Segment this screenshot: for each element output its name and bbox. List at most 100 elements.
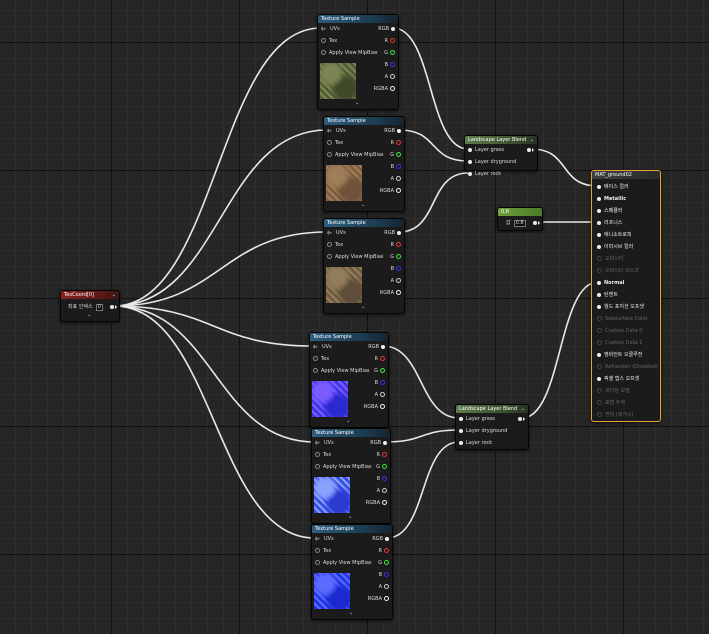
output-pin-icon[interactable] (385, 536, 389, 541)
material-input-pin[interactable]: 이미시브 컬러 (597, 243, 633, 251)
input-pin-row[interactable]: ◖▸UVs (321, 25, 340, 33)
uv-pin-icon[interactable]: ◖▸ (315, 535, 321, 542)
coordinate-index-input[interactable]: 0 (95, 304, 103, 311)
input-pin-icon[interactable] (597, 376, 601, 381)
uv-pin-icon[interactable]: ◖▸ (327, 229, 333, 236)
output-pin-row[interactable]: RGB (370, 439, 387, 447)
node-header[interactable]: Texture Sample (312, 429, 390, 437)
output-pin-icon[interactable] (382, 500, 387, 505)
material-input-pin[interactable]: 러프니스 (597, 219, 622, 227)
node-header[interactable]: Texture Sample (318, 15, 398, 23)
output-pin-row[interactable]: R (377, 451, 387, 459)
input-pin-row[interactable]: Layer grass (459, 415, 495, 423)
input-pin-row[interactable]: Apply View MipBias (321, 49, 378, 57)
output-pin-icon[interactable] (382, 452, 387, 457)
input-pin-icon[interactable] (327, 152, 332, 157)
output-pin-row[interactable]: R (379, 547, 389, 555)
node-header[interactable]: Landscape Layer Blend⌄ (465, 136, 537, 144)
output-pin-row[interactable]: A (379, 583, 389, 591)
input-pin-icon[interactable] (597, 196, 601, 201)
output-pin-icon[interactable] (384, 560, 389, 565)
output-pin-icon[interactable] (382, 476, 387, 481)
input-pin-row[interactable]: ◖▸UVs (315, 535, 334, 543)
material-input-pin[interactable]: 탄젠트 (597, 291, 618, 299)
output-pin-icon[interactable] (380, 404, 385, 409)
output-pin-icon[interactable] (384, 596, 389, 601)
input-pin-row[interactable]: Tex (327, 241, 343, 249)
output-pin-icon[interactable] (396, 176, 401, 181)
output-pin-icon[interactable] (396, 290, 401, 295)
input-pin-icon[interactable] (315, 452, 320, 457)
node-header[interactable]: Texture Sample (310, 333, 388, 341)
output-pin-row[interactable]: RGB (372, 535, 389, 543)
input-pin-row[interactable]: Layer rock (468, 170, 501, 178)
output-pin-icon[interactable] (396, 188, 401, 193)
collapse-chevron-icon[interactable]: ⌄ (349, 610, 354, 616)
output-pin-row[interactable]: A (385, 73, 395, 81)
output-pin-row[interactable]: RGB (384, 229, 401, 237)
output-pin-row[interactable]: B (377, 475, 387, 483)
output-pin-row[interactable]: A (391, 277, 401, 285)
output-pin-row[interactable]: RGB (384, 127, 401, 135)
output-pin-icon[interactable] (382, 464, 387, 469)
input-pin-icon[interactable] (597, 184, 601, 189)
input-pin-row[interactable]: ◖▸UVs (315, 439, 334, 447)
output-pin-row[interactable]: RGB (368, 343, 385, 351)
node-header[interactable]: Texture Sample (324, 117, 404, 125)
input-pin-row[interactable]: Apply View MipBias (327, 253, 384, 261)
node-header[interactable]: 0.8 (498, 208, 542, 216)
input-pin-icon[interactable] (313, 356, 318, 361)
output-pin-row[interactable]: RGBA (380, 289, 401, 297)
output-pin-row[interactable]: B (375, 379, 385, 387)
output-pin-icon[interactable] (391, 26, 395, 31)
uv-pin-icon[interactable]: ◖▸ (315, 439, 321, 446)
output-pin-icon[interactable] (527, 147, 531, 152)
uv-pin-icon[interactable]: ◖▸ (313, 343, 319, 350)
material-input-pin[interactable]: Metallic (597, 195, 626, 203)
output-pin-row[interactable]: G (390, 253, 401, 261)
input-pin-icon[interactable] (468, 159, 472, 164)
input-pin-icon[interactable] (315, 560, 320, 565)
output-pin-icon[interactable] (384, 572, 389, 577)
output-pin-row[interactable]: B (379, 571, 389, 579)
output-pin-icon[interactable] (383, 440, 387, 445)
output-pin-row[interactable]: A (391, 175, 401, 183)
material-input-pin[interactable]: 베이스 컬러 (597, 183, 629, 191)
collapse-chevron-icon[interactable]: ⌄ (520, 406, 525, 412)
output-pin-row[interactable]: G (376, 463, 387, 471)
output-pin-row[interactable]: RGBA (368, 595, 389, 603)
input-pin-icon[interactable] (597, 292, 601, 297)
input-pin-row[interactable]: Tex (321, 37, 337, 45)
output-pin-row[interactable]: A (377, 487, 387, 495)
input-pin-row[interactable]: Layer grass (468, 146, 504, 154)
value-input[interactable]: 0.8 (513, 220, 526, 227)
input-pin-row[interactable]: Tex (315, 451, 331, 459)
material-input-pin[interactable]: 앰비언트 오클루전 (597, 351, 642, 359)
output-pin-icon[interactable] (390, 38, 395, 43)
input-pin-icon[interactable] (597, 352, 601, 357)
collapse-chevron-icon[interactable]: ⌄ (346, 418, 351, 424)
output-pin-row[interactable]: RGBA (380, 187, 401, 195)
collapse-chevron-icon[interactable]: ⌄ (348, 514, 353, 520)
output-pin-row[interactable]: G (384, 49, 395, 57)
collapse-chevron-icon[interactable]: ⌄ (361, 304, 366, 310)
input-pin-icon[interactable] (597, 208, 601, 213)
output-pin-icon[interactable] (380, 380, 385, 385)
collapse-chevron-icon[interactable]: ⌄ (529, 137, 534, 143)
output-pin-row[interactable] (518, 415, 525, 423)
output-pin-icon[interactable] (384, 548, 389, 553)
input-pin-row[interactable]: Apply View MipBias (327, 151, 384, 159)
output-pin-icon[interactable] (110, 304, 114, 309)
output-pin-row[interactable] (533, 219, 540, 227)
collapse-chevron-icon[interactable]: ⌄ (361, 202, 366, 208)
input-pin-icon[interactable] (459, 416, 463, 421)
output-pin-icon[interactable] (380, 392, 385, 397)
